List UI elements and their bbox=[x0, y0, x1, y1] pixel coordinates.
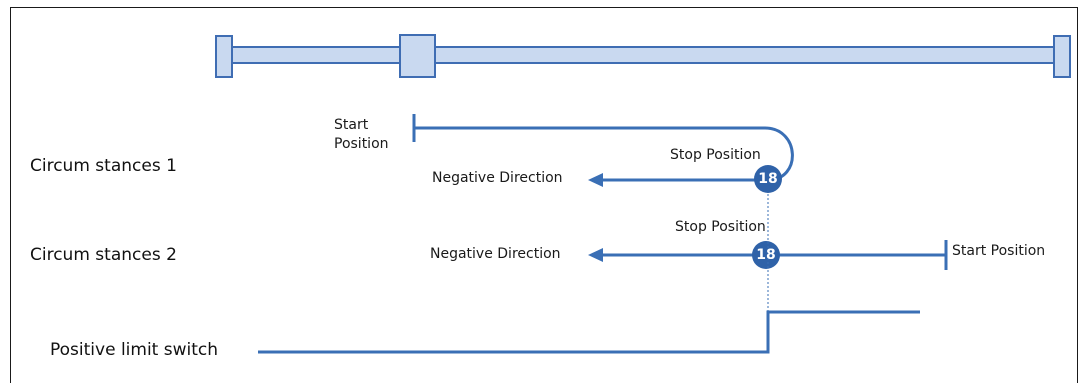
limit-switch-label: Positive limit switch bbox=[50, 340, 219, 360]
limit-switch-signal bbox=[258, 310, 920, 354]
case1-start-label-line1: Start bbox=[334, 117, 369, 133]
case1-start-label-line2: Position bbox=[334, 136, 389, 152]
rail-slider bbox=[399, 34, 436, 78]
rail-left-end bbox=[215, 35, 233, 78]
diagram-border bbox=[10, 7, 1078, 383]
case2-stop-badge bbox=[752, 241, 780, 269]
case1-stop-label: Stop Position bbox=[670, 147, 761, 163]
case2-arrow-head bbox=[588, 248, 603, 262]
rail-bar bbox=[224, 46, 1063, 64]
case2-badge-number: 18 bbox=[756, 247, 776, 263]
rail-right-end bbox=[1053, 35, 1071, 78]
case1-arrow-head bbox=[588, 173, 603, 187]
case2-start-label: Start Position bbox=[952, 243, 1046, 259]
case2-stop-label: Stop Position bbox=[675, 219, 766, 235]
circumstance-2-label: Circum stances 2 bbox=[30, 245, 177, 265]
case1-stop-badge bbox=[754, 165, 782, 193]
circumstance-1-label: Circum stances 1 bbox=[30, 156, 177, 176]
case1-badge-number: 18 bbox=[758, 171, 778, 187]
case2-direction-label: Negative Direction bbox=[430, 246, 561, 262]
case1-direction-label: Negative Direction bbox=[432, 170, 563, 186]
axis-rail bbox=[215, 34, 1071, 78]
